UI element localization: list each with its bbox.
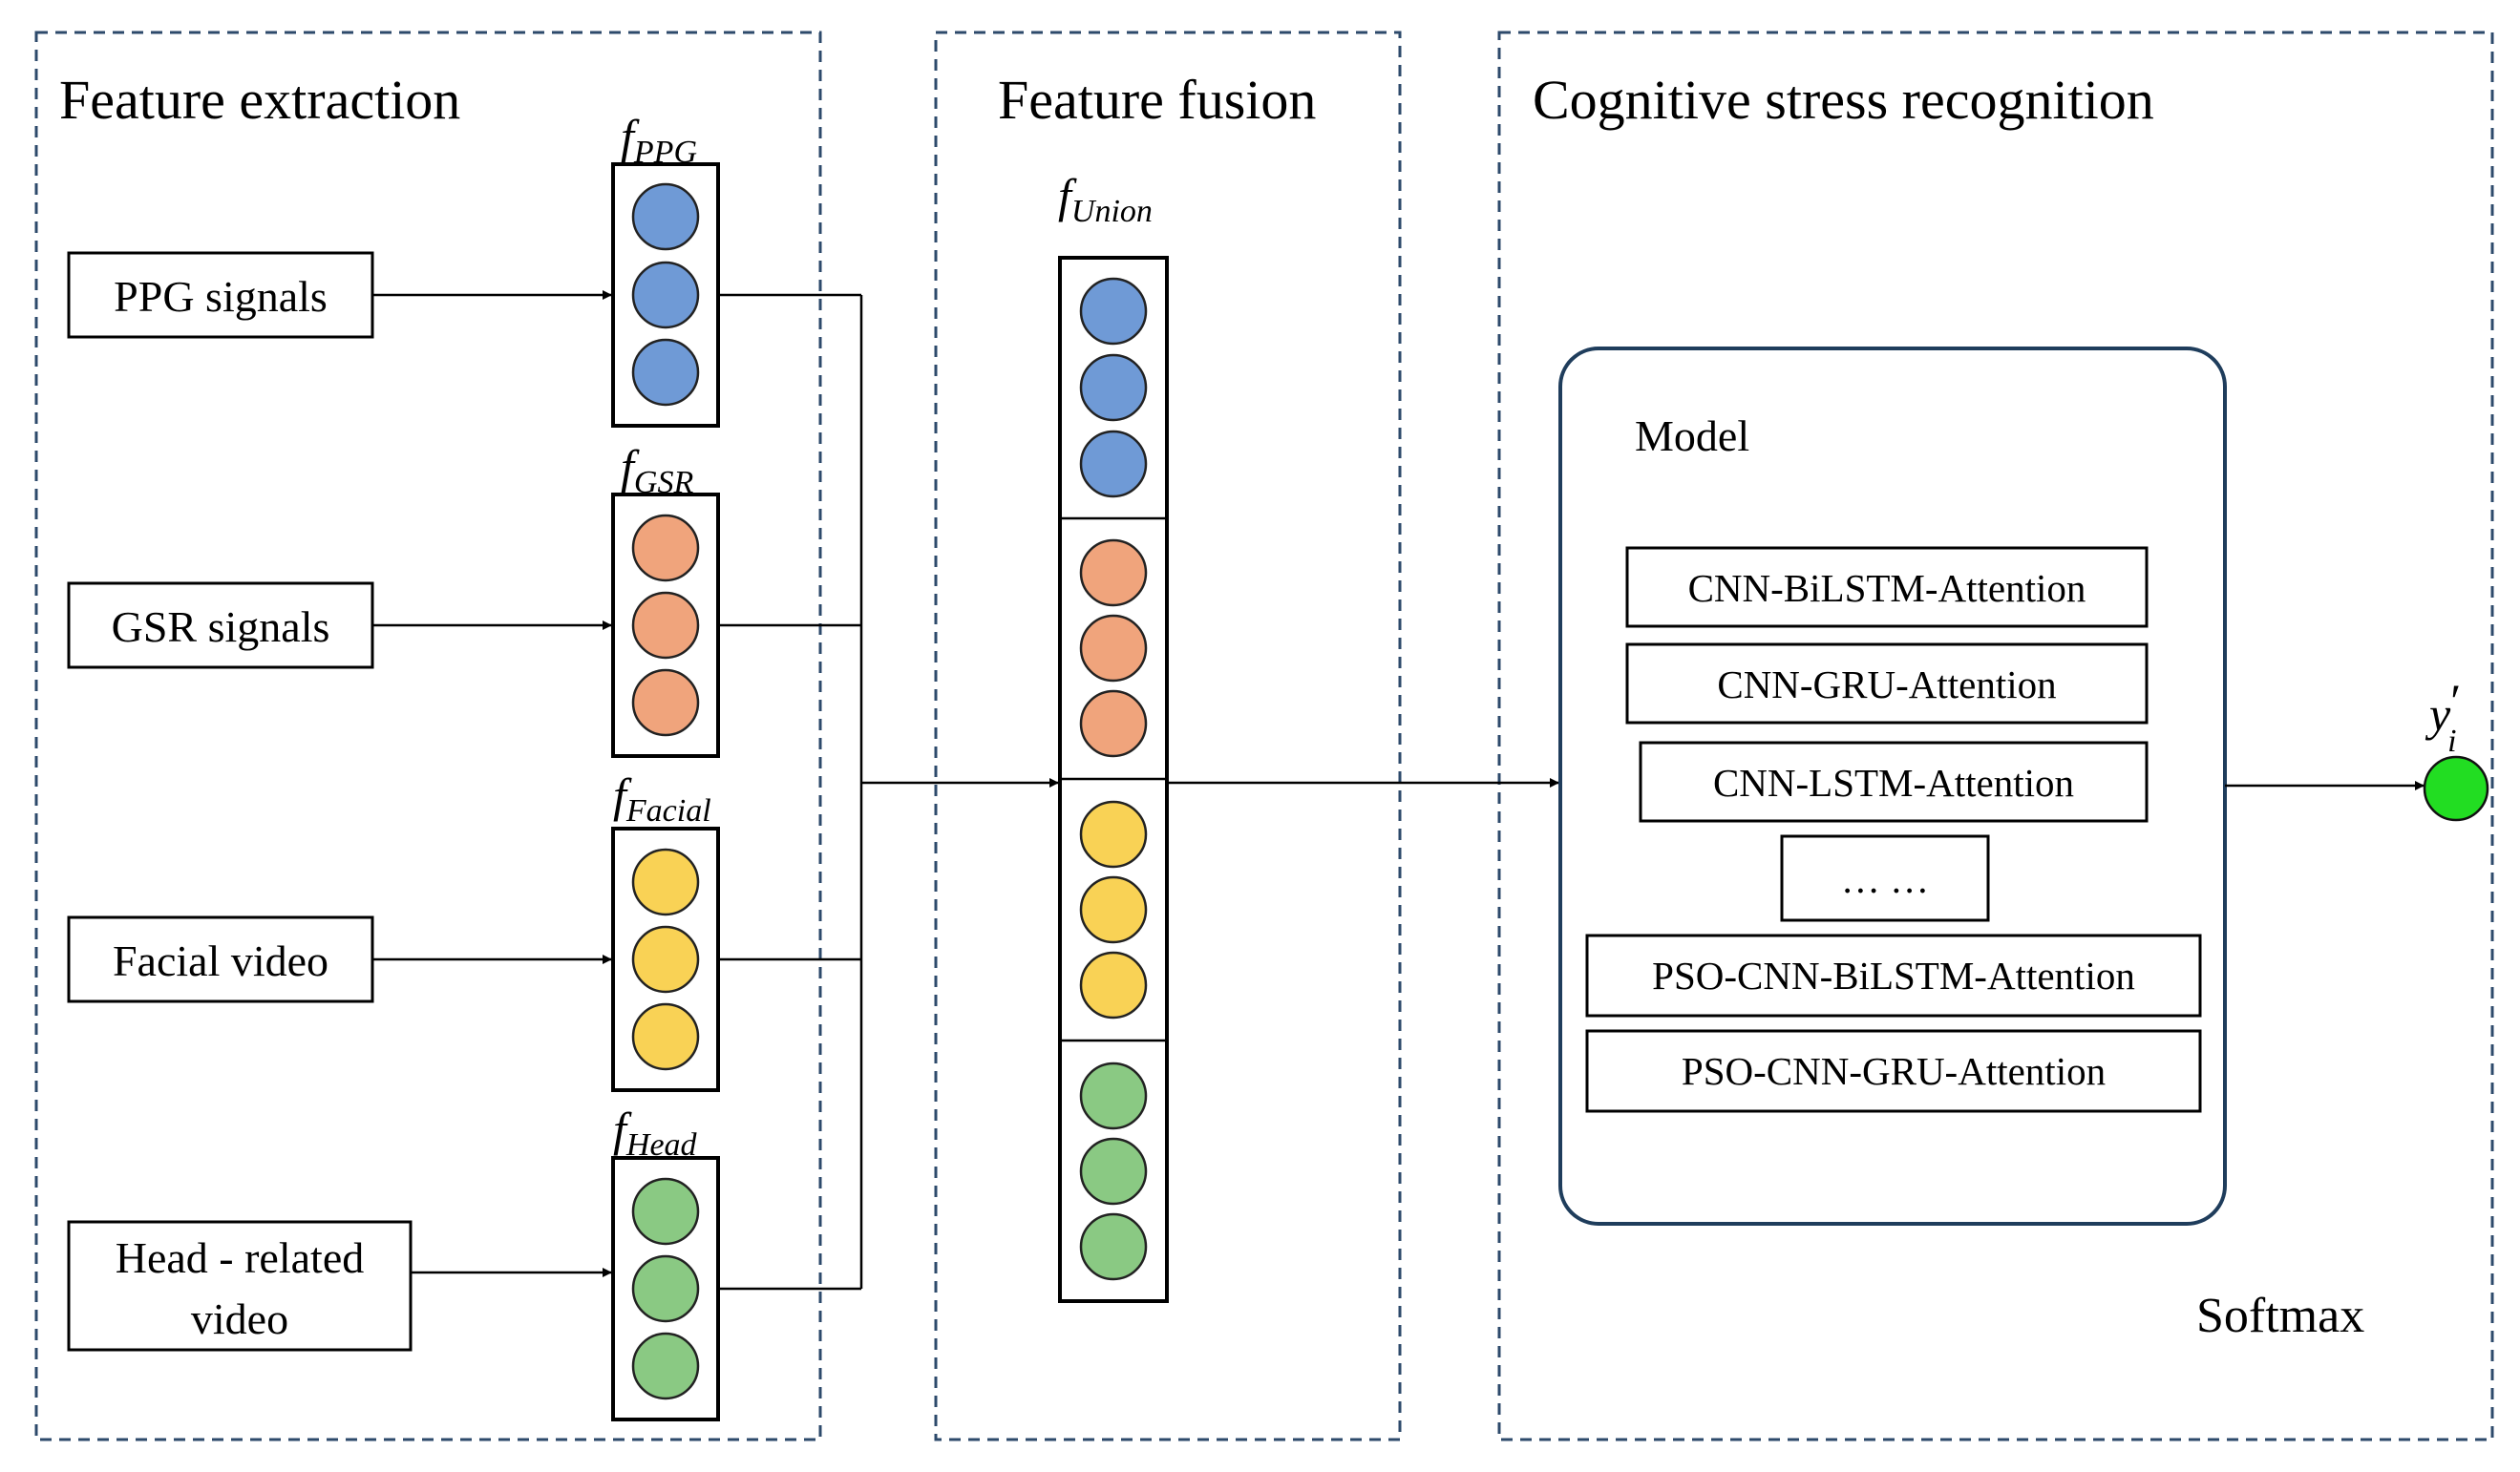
union-facial-node	[1079, 800, 1148, 869]
input-head-label-line2: video	[191, 1294, 288, 1343]
head-feature-node	[631, 1177, 700, 1246]
model-item: … …	[1780, 834, 1990, 922]
input-gsr: GSR signals	[67, 581, 374, 669]
feature-extraction-title: Feature extraction	[59, 69, 460, 131]
output-label: y′i	[2425, 674, 2461, 759]
gsr-feature-node	[631, 514, 700, 582]
ppg-feature-node	[631, 261, 700, 329]
label-f-head: fHead	[613, 1103, 698, 1163]
union-facial-node	[1079, 951, 1148, 1020]
union-ppg-node	[1079, 277, 1148, 346]
label-f-ppg: fPPG	[621, 110, 697, 170]
input-head-label-line1: Head - related	[116, 1233, 365, 1282]
model-item-label: … …	[1841, 857, 1929, 901]
model-item-label: CNN-BiLSTM-Attention	[1688, 566, 2086, 610]
union-gsr-node	[1079, 689, 1148, 758]
union-head-node	[1079, 1062, 1148, 1130]
feature-extraction-panel	[34, 31, 822, 1441]
head-feature-node	[631, 1332, 700, 1400]
input-facial: Facial video	[67, 915, 374, 1003]
svg-text:fHead: fHead	[613, 1103, 698, 1163]
input-facial-label: Facial video	[113, 936, 328, 985]
union-head-node	[1079, 1212, 1148, 1281]
input-ppg-label: PPG signals	[114, 272, 328, 321]
cognitive-stress-recognition-panel	[1497, 31, 2494, 1441]
model-item: PSO-CNN-BiLSTM-Attention	[1585, 934, 2202, 1018]
head-feature-node	[631, 1254, 700, 1323]
label-f-head-sub: Head	[625, 1127, 698, 1163]
label-f-ppg-sub: PPG	[633, 135, 697, 170]
output-label-base: y	[2425, 687, 2451, 741]
feature-column-gsr	[611, 493, 720, 758]
model-title: Model	[1635, 411, 1749, 460]
label-f-gsr-sub: GSR	[634, 465, 694, 500]
gsr-feature-node	[631, 591, 700, 660]
input-ppg: PPG signals	[67, 251, 374, 339]
output-label-prime: ′	[2450, 674, 2461, 727]
output-label-sub: i	[2447, 724, 2456, 759]
ppg-feature-node	[631, 338, 700, 407]
svg-text:fUnion: fUnion	[1058, 169, 1153, 229]
union-head-node	[1079, 1137, 1148, 1206]
facial-feature-node	[631, 1002, 700, 1071]
label-f-facial: fFacial	[613, 768, 711, 829]
gsr-feature-node	[631, 668, 700, 737]
union-ppg-node	[1079, 430, 1148, 498]
softmax-label: Softmax	[2196, 1289, 2364, 1343]
feature-column-head	[611, 1156, 720, 1421]
union-gsr-node	[1079, 614, 1148, 683]
label-f-union-sub: Union	[1071, 194, 1153, 229]
input-gsr-label: GSR signals	[112, 602, 330, 651]
svg-text:y′i: y′i	[2425, 674, 2461, 759]
model-item: CNN-GRU-Attention	[1625, 642, 2149, 725]
feature-column-facial	[611, 827, 720, 1092]
feature-column-ppg	[611, 162, 720, 428]
model-item-label: PSO-CNN-BiLSTM-Attention	[1652, 954, 2135, 998]
model-item: PSO-CNN-GRU-Attention	[1585, 1029, 2202, 1113]
model-item-label: PSO-CNN-GRU-Attention	[1682, 1049, 2106, 1093]
feature-fusion-panel	[934, 31, 1402, 1441]
model-item: CNN-LSTM-Attention	[1639, 741, 2149, 823]
model-item-label: CNN-LSTM-Attention	[1713, 761, 2074, 805]
cognitive-stress-recognition-title: Cognitive stress recognition	[1533, 69, 2154, 131]
svg-text:fFacial: fFacial	[613, 768, 711, 829]
svg-text:fPPG: fPPG	[621, 110, 697, 170]
union-ppg-node	[1079, 353, 1148, 422]
union-column	[1058, 256, 1169, 1303]
label-f-facial-sub: Facial	[625, 793, 711, 829]
union-facial-node	[1079, 875, 1148, 944]
label-f-gsr: fGSR	[621, 440, 693, 500]
feature-fusion-title: Feature fusion	[998, 69, 1316, 131]
ppg-feature-node	[631, 182, 700, 251]
model-item: CNN-BiLSTM-Attention	[1625, 546, 2149, 628]
facial-feature-node	[631, 848, 700, 916]
model-item-label: CNN-GRU-Attention	[1717, 662, 2056, 706]
svg-text:fGSR: fGSR	[621, 440, 693, 500]
facial-feature-node	[631, 925, 700, 994]
input-head: Head - related video	[67, 1220, 413, 1352]
output-node	[2423, 755, 2489, 822]
union-gsr-node	[1079, 538, 1148, 607]
label-f-union: fUnion	[1058, 169, 1153, 229]
